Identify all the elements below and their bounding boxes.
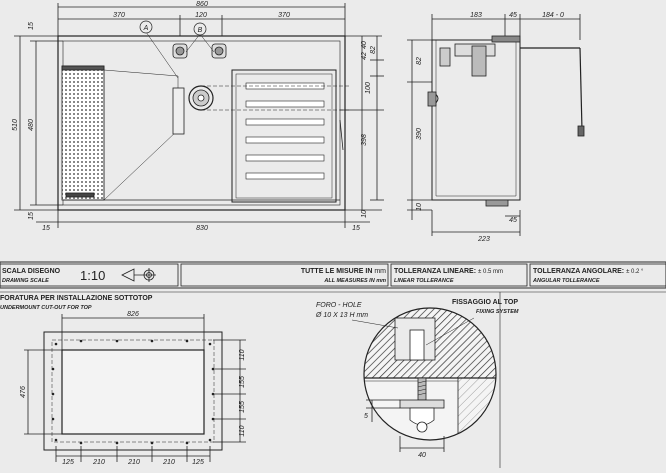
dim-bottom-width: 830 — [196, 225, 208, 232]
dim-overall-width: 860 — [196, 1, 208, 8]
dim-right-100: 100 — [365, 82, 372, 94]
dim-depth-inner: 480 — [28, 119, 35, 131]
dim-top-margin: 15 — [28, 22, 35, 30]
dim-cutout-right-155a: 155 — [239, 376, 246, 388]
angular-title: TOLLERANZA ANGOLARE: ± 0.2 ° — [533, 268, 644, 275]
dim-side-223: 223 — [477, 236, 490, 243]
dim-fixing-40: 40 — [418, 452, 426, 459]
dim-cutout-right-155b: 155 — [239, 401, 246, 413]
angular-subtitle: ANGULAR TOLLERANCE — [532, 278, 600, 284]
dim-seg-left: 370 — [113, 12, 125, 19]
dim-side-184: 184 - 0 — [542, 12, 564, 19]
fixing-title: FISSAGGIO AL TOP — [452, 299, 518, 306]
dim-seg-mid: 120 — [195, 12, 207, 19]
linear-subtitle: LINEAR TOLLERANCE — [394, 278, 454, 284]
cutout-labels: FORATURA PER INSTALLAZIONE SOTTOTOP UNDE… — [0, 295, 246, 466]
dim-cutout-height: 476 — [20, 386, 27, 398]
dim-right-10: 10 — [361, 210, 368, 218]
dim-cutout-bottom-210a: 210 — [92, 459, 105, 466]
callout-b: B — [198, 27, 203, 34]
dim-bottom-margin: 15 — [28, 212, 35, 220]
callout-a: A — [143, 25, 149, 32]
dim-cutout-bottom-125b: 125 — [192, 459, 204, 466]
dim-side-390: 390 — [416, 128, 423, 140]
fixing-subtitle: FIXING SYSTEM — [476, 309, 519, 315]
cutout-title: FORATURA PER INSTALLAZIONE SOTTOTOP — [0, 295, 153, 302]
dim-side-82: 82 — [416, 57, 423, 65]
fixing-detail — [351, 292, 501, 468]
dim-cutout-width: 826 — [127, 311, 139, 318]
dim-cutout-bottom-210c: 210 — [162, 459, 175, 466]
dim-right-42: 42 — [361, 52, 368, 60]
fixing-labels: FORO - HOLE Ø 10 X 13 H mm FISSAGGIO AL … — [315, 299, 519, 459]
dim-cutout-right-110a: 110 — [239, 349, 246, 360]
dim-side-45: 45 — [509, 12, 517, 19]
dim-side-183: 183 — [470, 12, 482, 19]
hole-note-line2: Ø 10 X 13 H mm — [315, 312, 368, 319]
info-strip — [0, 261, 666, 289]
side-view — [407, 14, 585, 236]
dim-cutout-right-110b: 110 — [239, 425, 246, 436]
info-strip-labels: SCALA DISEGNO DRAWING SCALE 1:10 TUTTE L… — [2, 268, 644, 284]
dim-bottom-right: 15 — [352, 225, 360, 232]
measures-subtitle: ALL MEASURES IN mm — [323, 278, 386, 284]
dim-right-40: 40 — [361, 41, 368, 49]
scale-subtitle: DRAWING SCALE — [2, 278, 49, 284]
hole-note-line1: FORO - HOLE — [316, 302, 362, 309]
scale-title: SCALA DISEGNO — [2, 268, 61, 275]
cutout-view — [24, 314, 246, 462]
dim-cutout-bottom-210b: 210 — [127, 459, 140, 466]
dim-cutout-bottom-125a: 125 — [62, 459, 74, 466]
dim-side-10: 10 — [416, 203, 423, 211]
dim-seg-right: 370 — [278, 12, 290, 19]
measures-title: TUTTE LE MISURE IN mm — [301, 268, 386, 275]
side-view-labels: 183 45 184 - 0 82 390 10 45 223 — [416, 12, 564, 243]
dim-bottom-left: 15 — [42, 225, 50, 232]
dim-side-right-45: 45 — [509, 217, 517, 224]
dim-right-82: 82 — [370, 46, 377, 54]
dim-depth-outer: 510 — [12, 119, 19, 131]
top-view — [14, 3, 384, 228]
top-view-labels: 860 370 120 370 A B 510 480 15 15 15 830… — [12, 1, 377, 232]
scale-value: 1:10 — [80, 268, 105, 283]
cutout-subtitle: UNDERMOUNT CUT-OUT FOR TOP — [0, 305, 92, 311]
dim-right-398: 398 — [361, 134, 368, 146]
linear-title: TOLLERANZA LINEARE: ± 0.5 mm — [394, 268, 503, 275]
dim-fixing-5: 5 — [364, 413, 368, 420]
